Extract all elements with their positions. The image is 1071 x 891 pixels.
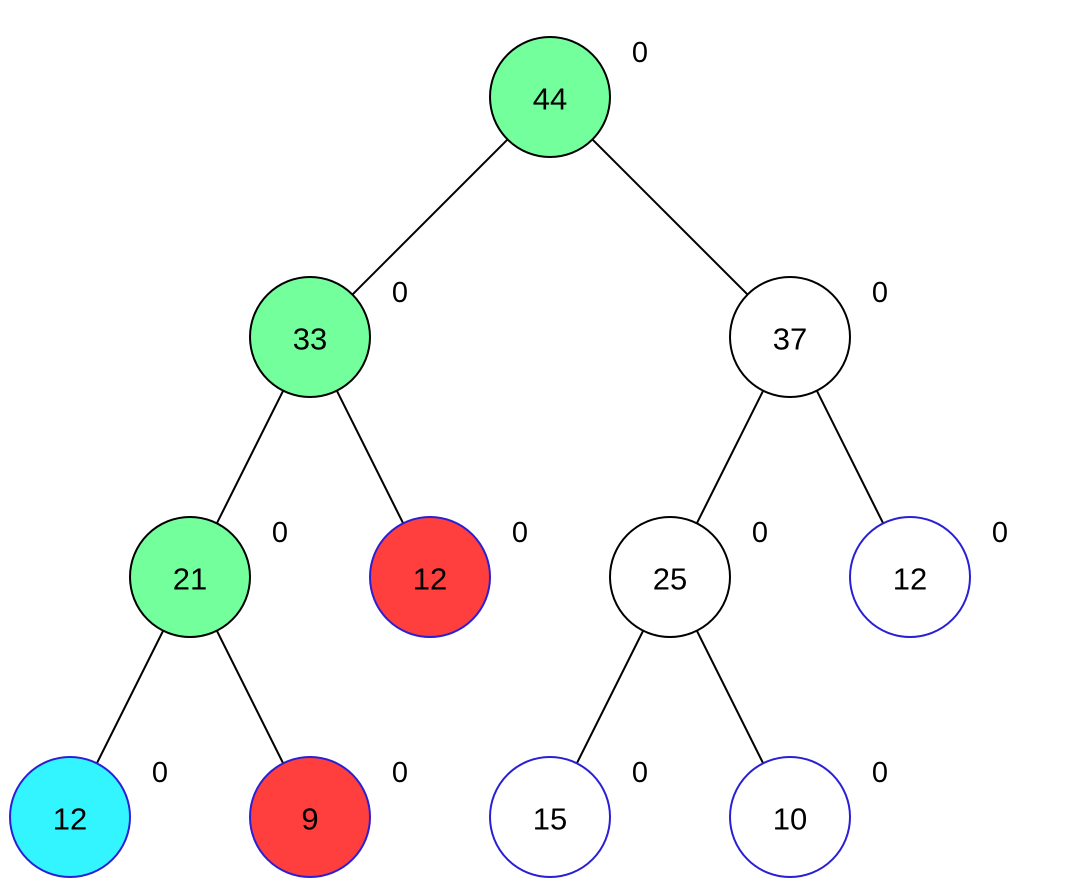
tree-node: 12 0 (849, 516, 1008, 638)
node-value-label: 10 (773, 802, 807, 837)
tree-node: 37 0 (729, 276, 888, 398)
tree-edge (575, 630, 645, 764)
node-annotation-label: 0 (272, 517, 288, 549)
tree-edge (215, 630, 285, 764)
tree-node: 21 0 (129, 516, 288, 638)
node-annotation-label: 0 (872, 757, 888, 789)
tree-edge (351, 138, 509, 296)
node-annotation-label: 0 (992, 517, 1008, 549)
tree-node: 12 0 (369, 516, 528, 638)
tree-edge (215, 390, 285, 524)
node-annotation-label: 0 (632, 37, 648, 69)
node-annotation-label: 0 (632, 757, 648, 789)
node-value-label: 12 (413, 562, 447, 597)
node-value-label: 12 (893, 562, 927, 597)
node-annotation-label: 0 (392, 277, 408, 309)
tree-node: 15 0 (489, 756, 648, 878)
tree-edge (815, 390, 885, 524)
node-annotation-label: 0 (872, 277, 888, 309)
node-value-label: 21 (173, 562, 207, 597)
node-circle (489, 756, 611, 878)
node-value-label: 33 (293, 322, 327, 357)
tree-node: 25 0 (609, 516, 768, 638)
tree-edge (695, 630, 765, 764)
node-circle (249, 276, 371, 398)
tree-node: 90 (249, 756, 408, 878)
node-circle (849, 516, 971, 638)
node-value-label: 9 (301, 802, 318, 837)
tree-node: 10 0 (729, 756, 888, 878)
node-value-label: 44 (533, 82, 567, 117)
node-value-label: 15 (533, 802, 567, 837)
node-circle (609, 516, 731, 638)
tree-node: 44 0 (489, 36, 648, 158)
tree-edge (95, 630, 165, 764)
node-annotation-label: 0 (152, 757, 168, 789)
tree-edge (695, 390, 765, 524)
node-circle (729, 276, 851, 398)
node-value-label: 12 (53, 802, 87, 837)
node-annotation-label: 0 (752, 517, 768, 549)
tree-edge (335, 390, 405, 524)
node-circle (729, 756, 851, 878)
node-annotation-label: 0 (392, 757, 408, 789)
node-circle (9, 756, 131, 878)
node-value-label: 37 (773, 322, 807, 357)
tree-node: 12 0 (9, 756, 168, 878)
node-circle (129, 516, 251, 638)
node-circle (489, 36, 611, 158)
node-circle (249, 756, 371, 878)
tree-edge (591, 138, 749, 296)
node-circle (369, 516, 491, 638)
node-annotation-label: 0 (512, 517, 528, 549)
tree-edges (95, 138, 885, 764)
tree-node: 33 0 (249, 276, 408, 398)
node-value-label: 25 (653, 562, 687, 597)
